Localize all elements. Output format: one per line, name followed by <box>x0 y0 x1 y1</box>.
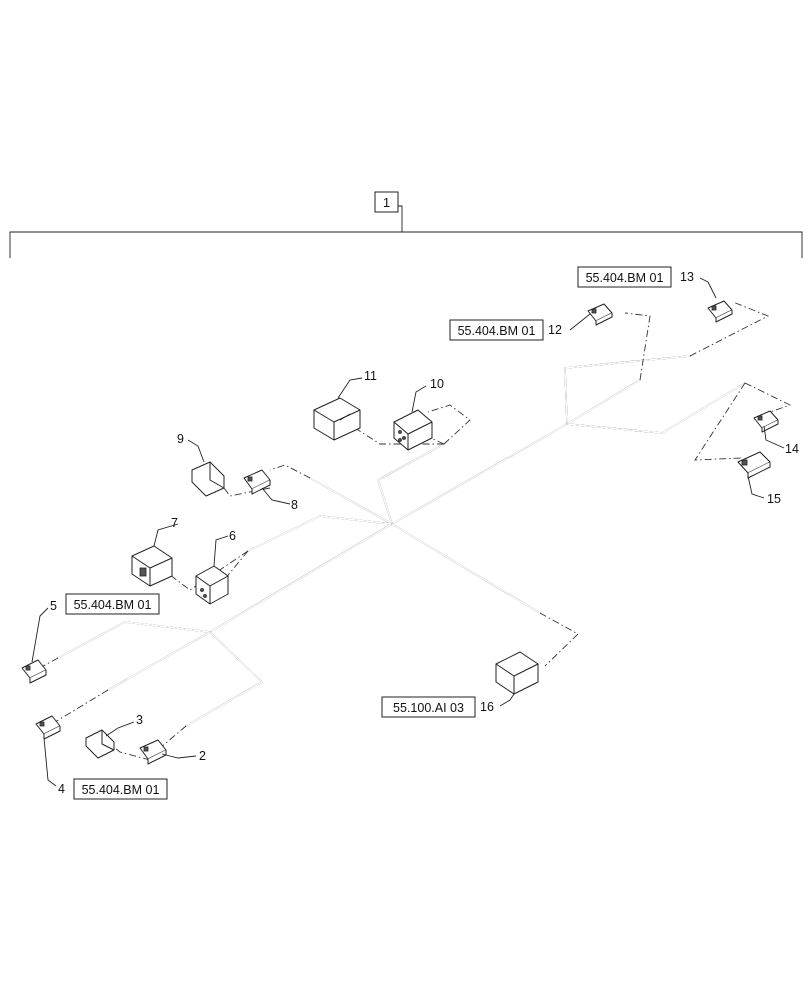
item-label-15: 15 <box>767 492 781 506</box>
connector-8[interactable] <box>243 469 271 495</box>
reference-ref-12[interactable]: 55.404.BM 01 <box>449 319 544 341</box>
reference-ref-5[interactable]: 55.404.BM 01 <box>65 593 160 615</box>
connector-13[interactable] <box>707 300 733 323</box>
reference-ref-4[interactable]: 55.404.BM 01 <box>73 778 168 800</box>
reference-ref-13[interactable]: 55.404.BM 01 <box>577 266 672 288</box>
connector-6[interactable] <box>195 565 229 605</box>
assembly-item-number: 1 <box>383 195 390 210</box>
item-label-10: 10 <box>430 377 444 391</box>
assembly-item-box <box>374 191 399 213</box>
item-label-9: 9 <box>177 432 184 446</box>
connector-16[interactable] <box>495 651 539 695</box>
reference-text-12: 55.404.BM 01 <box>458 324 536 338</box>
item-label-2: 2 <box>199 749 206 763</box>
item-label-14: 14 <box>785 442 799 456</box>
reference-text-4: 55.404.BM 01 <box>82 783 160 797</box>
reference-text-16: 55.100.AI 03 <box>393 701 464 715</box>
connector-10[interactable] <box>393 409 433 451</box>
harness-wires <box>57 355 746 727</box>
leader-lines <box>31 277 785 787</box>
item-label-12: 12 <box>548 323 562 337</box>
reference-text-5: 55.404.BM 01 <box>74 598 152 612</box>
connector-5[interactable] <box>21 659 47 684</box>
reference-ref-16[interactable]: 55.100.AI 03 <box>381 696 476 718</box>
item-label-6: 6 <box>229 529 236 543</box>
item-label-4: 4 <box>58 782 65 796</box>
connector-12[interactable] <box>587 303 613 326</box>
connector-14[interactable] <box>753 410 779 433</box>
reference-text-13: 55.404.BM 01 <box>586 271 664 285</box>
connector-4[interactable] <box>35 715 61 740</box>
item-label-7: 7 <box>171 516 178 530</box>
connector-15[interactable] <box>737 451 771 479</box>
connector-3[interactable] <box>85 729 115 759</box>
item-label-13: 13 <box>680 270 694 284</box>
item-numbers: 2 3 4 5 6 7 8 9 10 11 12 13 14 15 16 <box>50 270 799 796</box>
connector-11[interactable] <box>313 397 361 441</box>
connector-9[interactable] <box>191 461 225 497</box>
item-label-16: 16 <box>480 700 494 714</box>
item-label-11: 11 <box>364 369 377 383</box>
connector-7[interactable] <box>131 545 173 587</box>
item-label-5: 5 <box>50 599 57 613</box>
connector-2[interactable] <box>139 739 167 765</box>
assembly-lines <box>35 301 792 761</box>
assembly-bracket: 1 <box>9 191 803 258</box>
item-label-8: 8 <box>291 498 298 512</box>
item-label-3: 3 <box>136 713 143 727</box>
